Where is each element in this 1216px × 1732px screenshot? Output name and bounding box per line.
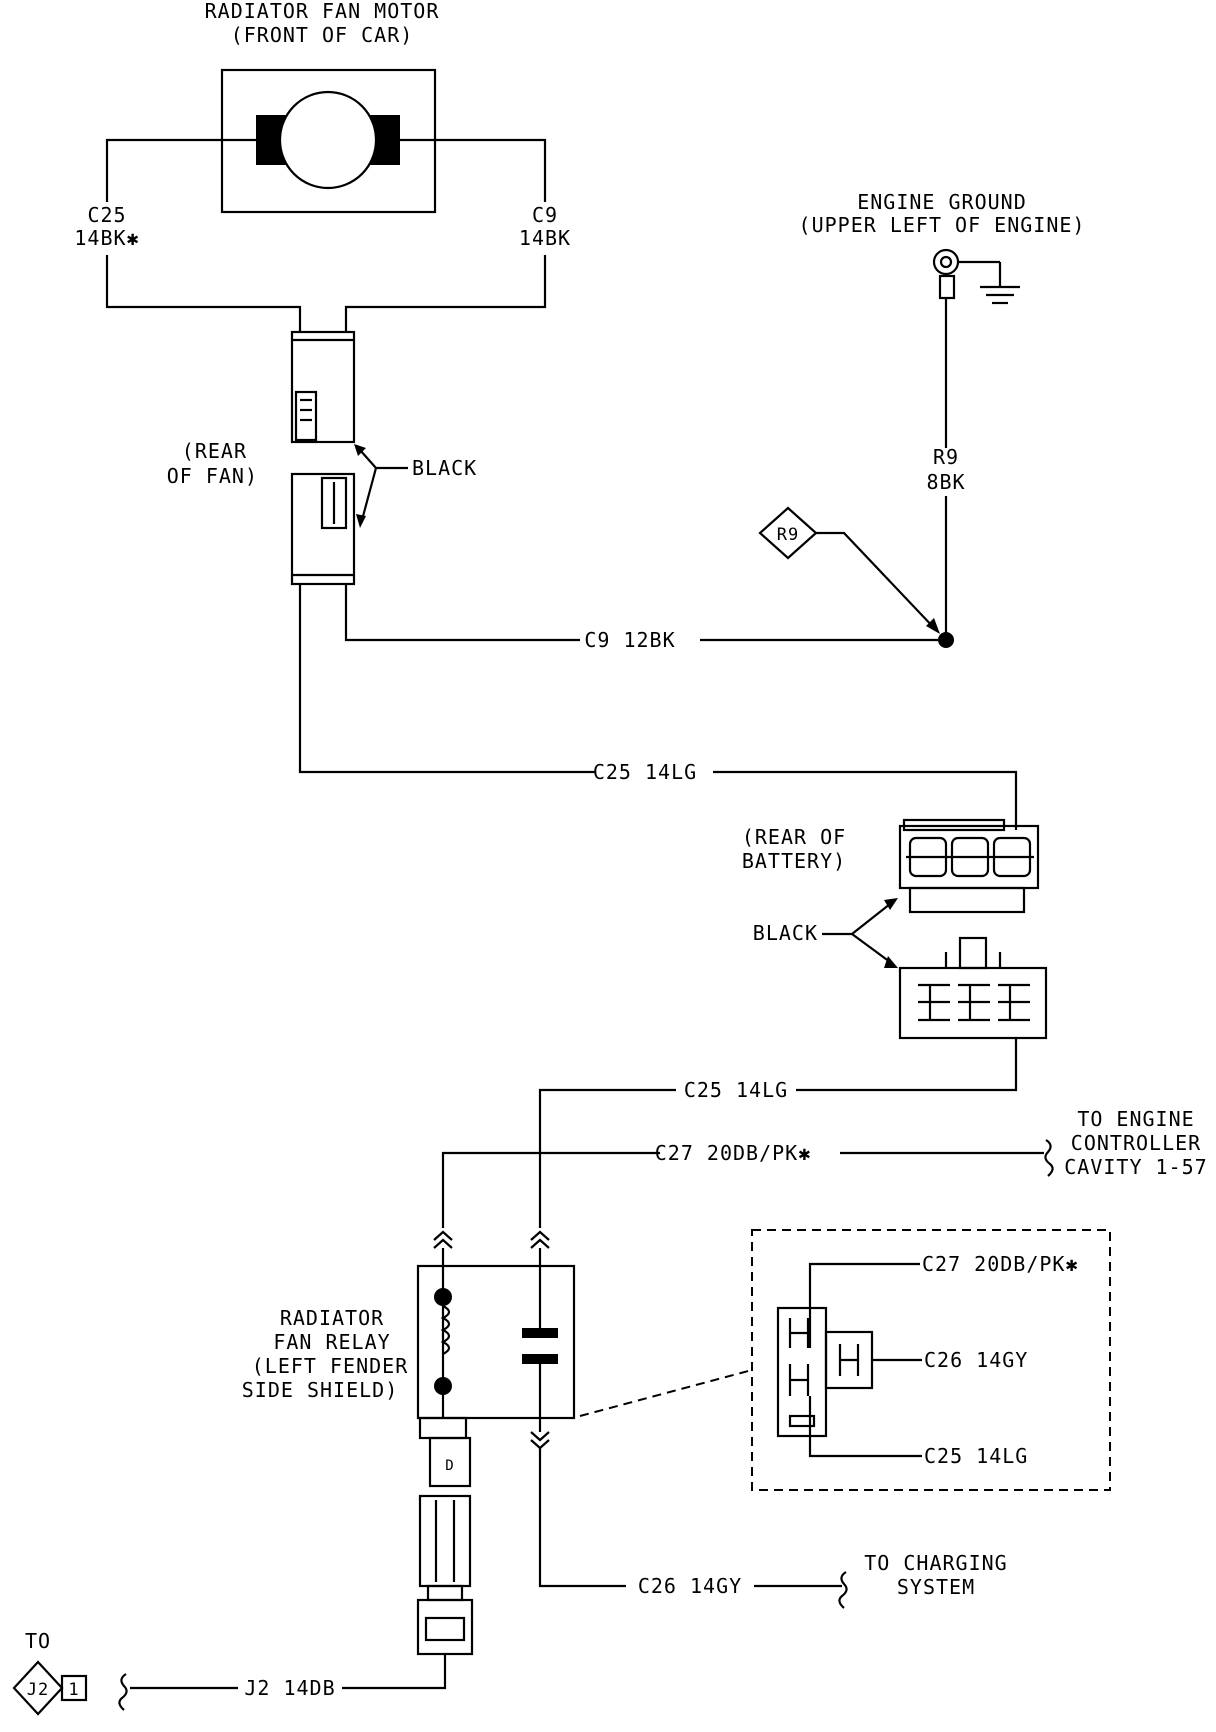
relay-label-4: SIDE SHIELD) [242, 1378, 399, 1402]
detail-c25-wire [808, 1396, 922, 1458]
motor-right-gauge: 14BK [519, 226, 571, 250]
r9-badge-label: R9 [777, 525, 799, 545]
c25-mid-wire-left [538, 1088, 676, 1228]
detail-c25-label: C25 14LG [924, 1444, 1028, 1468]
c9-12bk-label: C9 12BK [584, 628, 675, 652]
motor-left-gauge: 14BK✱ [74, 226, 139, 250]
c26-wire-left [538, 1448, 626, 1588]
motor-title: RADIATOR FAN MOTOR [205, 0, 440, 23]
c27-break-symbol [1044, 1139, 1054, 1177]
j2-break-symbol [118, 1673, 128, 1711]
r9-reference-badge: R9 [758, 506, 940, 634]
motor-right-wire-bottom [344, 255, 547, 332]
engine-controller-line1: TO ENGINE [1077, 1107, 1194, 1131]
fan-connector-location-1: (REAR [182, 439, 247, 463]
motor-subtitle: (FRONT OF CAR) [231, 23, 414, 47]
battery-connector-top [898, 818, 1040, 914]
ground-wire-gauge: 8BK [926, 470, 965, 494]
c27-label: C27 20DB/PK✱ [655, 1141, 812, 1165]
engine-controller-line2: CONTROLLER [1071, 1131, 1201, 1155]
j2-pin-label: 1 [68, 1680, 79, 1700]
detail-c27-wire [808, 1262, 920, 1348]
j2-badge-label: J2 [27, 1680, 49, 1700]
c26-break-symbol [838, 1571, 848, 1609]
c27-wire-left [441, 1151, 660, 1228]
battery-location-2: BATTERY) [742, 849, 846, 873]
motor-left-wire-bottom [105, 255, 302, 332]
relay-label-2: FAN RELAY [273, 1330, 390, 1354]
fan-connector-male [290, 330, 356, 444]
j2-wire-connector [416, 1494, 474, 1656]
j2-wire-right [342, 1654, 447, 1690]
motor-left-wire-top [105, 138, 256, 202]
ground-wire-circuit: R9 [933, 445, 959, 469]
c26-connector-chevrons [530, 1431, 550, 1450]
motor-right-wire-top [400, 138, 547, 202]
c25-mid-label: C25 14LG [684, 1078, 788, 1102]
charging-line1: TO CHARGING [864, 1551, 1007, 1575]
radiator-fan-relay-symbol [416, 1264, 576, 1420]
j2-to-label: TO [25, 1629, 51, 1653]
motor-right-circuit: C9 [532, 203, 558, 227]
ground-subtitle: (UPPER LEFT OF ENGINE) [799, 213, 1086, 237]
detail-c26-label: C26 14GY [924, 1348, 1028, 1372]
relay-detail-leader [579, 1369, 753, 1417]
fan-connector-pointer [354, 444, 408, 528]
c9-wire-left [344, 584, 580, 642]
relay-detail-connector [776, 1306, 874, 1438]
detail-c27-label: C27 20DB/PK✱ [922, 1252, 1079, 1276]
j2-wire-label: J2 14DB [244, 1676, 335, 1700]
c25-wire-left [298, 584, 596, 774]
battery-connector-pointer [822, 898, 898, 968]
relay-pin-d-connector: D [418, 1416, 472, 1488]
relay-label-3: (LEFT FENDER [252, 1354, 409, 1378]
splice-dot [938, 632, 954, 648]
fan-connector-color: BLACK [412, 456, 477, 480]
ground-title: ENGINE GROUND [857, 190, 1027, 214]
battery-location-1: (REAR OF [742, 825, 846, 849]
c25-top-label: C25 14LG [593, 760, 697, 784]
c25-wire-right [713, 770, 1018, 830]
fan-motor-symbol [220, 68, 437, 214]
c26-label: C26 14GY [638, 1574, 742, 1598]
engine-controller-line3: CAVITY 1-57 [1064, 1155, 1207, 1179]
relay-detail-box [751, 1229, 1111, 1491]
charging-line2: SYSTEM [897, 1575, 975, 1599]
relay-pin-label: D [445, 1458, 454, 1474]
c25-mid-wire-right [796, 1038, 1018, 1092]
relay-label-1: RADIATOR [280, 1306, 384, 1330]
fan-connector-location-2: OF FAN) [167, 464, 258, 488]
j2-reference-badge: J2 1 [12, 1660, 88, 1716]
motor-left-circuit: C25 [87, 203, 126, 227]
battery-connector-bottom [898, 936, 1048, 1040]
relay-connector-chevrons [433, 1230, 550, 1266]
fan-connector-female [290, 472, 356, 586]
battery-connector-color: BLACK [753, 921, 818, 945]
ground-eyelet-symbol [932, 248, 1020, 305]
